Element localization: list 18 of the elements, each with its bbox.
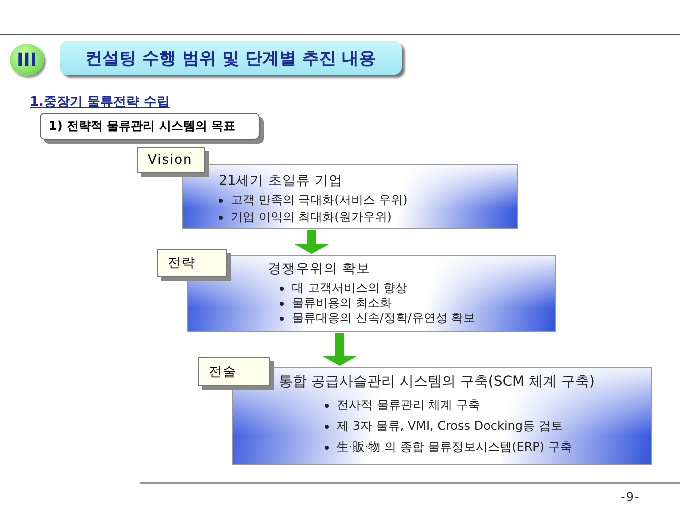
bullet-item: 대 고객서비스의 향상 (280, 280, 555, 296)
bullet-item: 제 3자 물류, VMI, Cross Docking등 검토 (325, 418, 651, 434)
bullet-item: 고객 만족의 극대화(서비스 우위) (219, 192, 517, 208)
bullet-item: 전사적 물류관리 체계 구축 (325, 398, 651, 412)
bullet-item: 기업 이익의 최대화(원가우위) (219, 210, 517, 225)
page-number: -9- (621, 490, 640, 504)
section-heading: 1.중장기 물류전략 수립 (30, 94, 170, 111)
panel-heading: 경쟁우위의 확보 (268, 261, 372, 278)
arrow (294, 230, 330, 254)
bullet-item: 물류비용의 최소화 (280, 296, 555, 311)
panel-heading: 통합 공급사슬관리 시스템의 구축(SCM 체계 구축) (279, 374, 596, 392)
bullet-item: 生·販·物 의 종합 물류정보시스템(ERP) 구축 (325, 440, 651, 454)
title-banner: 컨설팅 수행 범위 및 단계별 추진 내용 (60, 41, 402, 75)
content-panel (182, 164, 518, 229)
bullet-item: 물류대응의 신속/정확/유연성 확보 (280, 310, 555, 326)
arrow (322, 333, 358, 366)
panel-heading: 21세기 초일류 기업 (219, 173, 344, 190)
section-badge: III (10, 44, 44, 76)
